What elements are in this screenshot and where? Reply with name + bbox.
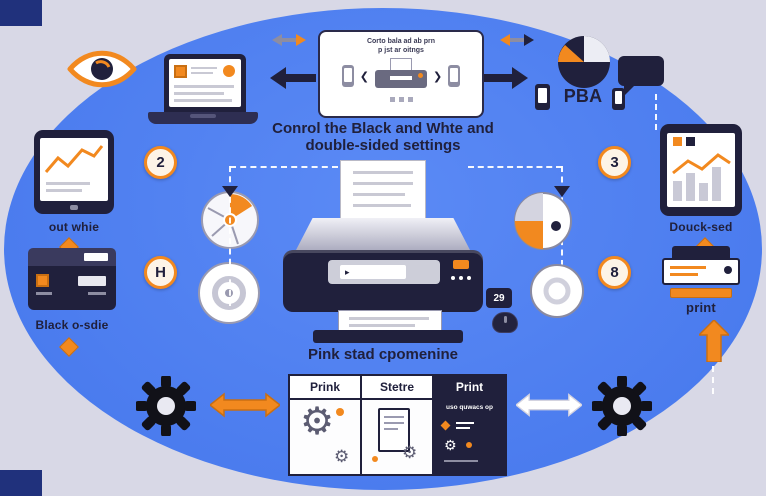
- gear-icon-bottom-right: [592, 376, 652, 436]
- black-device-icon: [28, 248, 116, 310]
- card-dots: [320, 97, 482, 103]
- card-text-line2: p jst ar oitngs: [378, 47, 424, 55]
- clipboard-chart-icon: [660, 124, 742, 216]
- table-cell-2: ⚙: [362, 400, 434, 474]
- table-header-prink: Prink: [290, 376, 362, 400]
- gear-icon-cell1: ⚙: [300, 401, 335, 443]
- gear-icon-cell1-small: ⚙: [334, 447, 350, 466]
- gear-icon-cell3: ⚙: [444, 437, 457, 453]
- double-arrow-icon-orange: [210, 392, 280, 418]
- gear-icon-cell2: ⚙: [402, 443, 418, 462]
- phone-icon-card-left: [341, 65, 354, 88]
- orange-dot-cell3: [466, 442, 472, 448]
- headline: Conrol the Black and Whte and double-sid…: [213, 120, 553, 155]
- arrow-down-icon-right: [554, 186, 570, 197]
- step-badge-2: 2: [144, 146, 177, 179]
- printer-illustration: ▸: [283, 160, 488, 344]
- mini-printer-icon: [375, 58, 427, 94]
- print-options-table: Prink Stetre Print ⚙ ⚙ ⚙ uso quwacs op ⚙: [288, 374, 507, 476]
- laptop-icon: [148, 54, 258, 126]
- printer-orange-button: [453, 260, 469, 269]
- clipboard-label: Douck-sed: [669, 220, 733, 234]
- disc-icon-right: [530, 264, 584, 318]
- table-header-stetre: Stetre: [362, 376, 434, 400]
- printer-display: ▸: [340, 265, 406, 279]
- swap-arrows-icon-right: [500, 34, 534, 46]
- headline-line2: double-sided settings: [305, 137, 461, 155]
- orange-diamond-cell3: [440, 420, 451, 431]
- arrow-up-icon: [699, 320, 729, 362]
- printer-indicator-dots: [451, 276, 471, 280]
- printer-input-paper: [340, 160, 426, 226]
- table-cell-1: ⚙ ⚙: [290, 400, 362, 474]
- orange-dot-cell2: [372, 456, 378, 462]
- speech-bubble-tail: [624, 84, 636, 96]
- printer-control-panel: ▸: [328, 260, 440, 284]
- table-cell-3: uso quwacs op ⚙: [434, 400, 505, 474]
- arrow-right-icon: [482, 67, 528, 89]
- chevron-left-icon: ❮: [359, 70, 369, 83]
- tablet-icon: [34, 130, 114, 214]
- table-header-print: Print: [434, 376, 505, 400]
- chevron-right-icon: ❯: [433, 70, 443, 83]
- eye-icon: [67, 50, 137, 88]
- printer-output-paper: [338, 310, 442, 332]
- printer-icon-right: [662, 246, 740, 298]
- pba-label: PBA: [563, 86, 603, 106]
- laptop-screen-tile-icon: [174, 65, 187, 78]
- printer-top-tray: [295, 218, 471, 252]
- dashed-connector-bottom-right: [712, 366, 714, 394]
- settings-card: Corto bala ad ab prn p jst ar oitngs ❮ ❯: [318, 30, 484, 118]
- dashed-connector-right-horizontal: [468, 166, 562, 168]
- pie-chart-icon-top-right: [558, 36, 610, 88]
- tablet-label: out whie: [48, 220, 100, 234]
- dashed-connector-left-horizontal: [230, 166, 338, 168]
- laptop-screen-dot-icon: [223, 65, 235, 77]
- step-badge-h: H: [144, 256, 177, 289]
- table-cell3-caption: uso quwacs op: [446, 404, 493, 411]
- printer-body: ▸: [283, 250, 483, 312]
- corner-block-bottom-left: [0, 470, 42, 496]
- laptop-base: [148, 112, 258, 124]
- badge-29: 29: [486, 288, 512, 308]
- document-icon-cell2: [378, 408, 410, 452]
- corner-block-top-left: [0, 0, 42, 26]
- laptop-screen-frame: [164, 54, 246, 112]
- gear-icon-bottom-left: [136, 376, 196, 436]
- card-text-line1: Corto bala ad ab prn: [366, 38, 436, 45]
- laptop-screen: [169, 59, 241, 107]
- pie-chart-icon-right: [514, 192, 572, 250]
- headline-line1: Conrol the Black and Whte and: [272, 120, 494, 137]
- speech-bubble-icon: [618, 56, 664, 86]
- device-orange-button: [36, 274, 49, 287]
- mouse-icon: [492, 312, 518, 333]
- black-device-label: Black o-sdie: [35, 318, 109, 332]
- clipboard-navy-square: [686, 137, 695, 146]
- dashed-connector-left-vertical: [229, 166, 231, 306]
- phone-icon-pba-right: [612, 88, 625, 110]
- arrow-down-icon-left: [222, 186, 238, 197]
- step-badge-3: 3: [598, 146, 631, 179]
- dashed-connector-right-top: [655, 94, 657, 130]
- printer-base: [313, 330, 463, 343]
- bottom-title: Pink stad cpomenine: [307, 346, 459, 363]
- swap-arrows-icon-left: [272, 34, 306, 46]
- double-arrow-icon-white: [516, 393, 582, 417]
- phone-icon-card-right: [448, 65, 461, 88]
- clipboard-orange-square: [673, 137, 682, 146]
- phone-icon-pba-left: [535, 84, 550, 110]
- step-badge-8: 8: [598, 256, 631, 289]
- orange-dot-cell1: [336, 408, 344, 416]
- arrow-left-icon: [270, 67, 316, 89]
- printer-right-label: print: [686, 300, 716, 315]
